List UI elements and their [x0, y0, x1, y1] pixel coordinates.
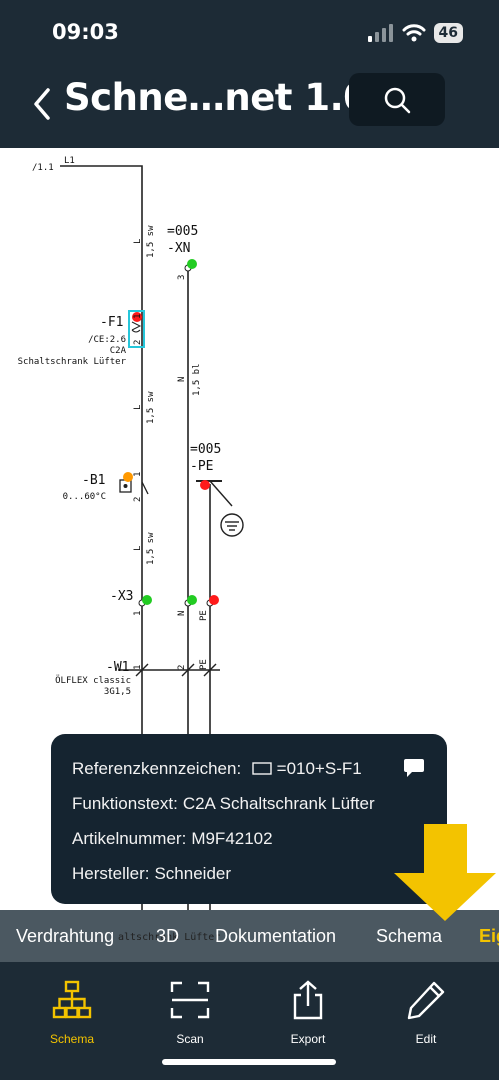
func-value: C2A Schaltschrank Lüfter — [182, 794, 375, 813]
status-time: 09:03 — [52, 20, 119, 44]
art-row: Artikelnummer:M9F42102 — [72, 829, 273, 849]
pin-label: 2 — [133, 340, 143, 345]
nav-schema[interactable]: Schema — [27, 980, 117, 1046]
pin-label: 2 — [177, 665, 187, 670]
wifi-icon — [402, 24, 426, 42]
rectangle-icon — [252, 762, 272, 775]
nav-scan[interactable]: Scan — [145, 980, 235, 1046]
xn-ref-label: =005 — [167, 224, 198, 239]
pin-label: 3 — [177, 275, 187, 280]
scan-icon — [170, 981, 210, 1019]
tab-eigenschaften[interactable]: Eig — [479, 926, 499, 946]
pin-label: PE — [199, 610, 209, 621]
nav-scan-label: Scan — [176, 1032, 204, 1046]
l1-label: L1 — [64, 156, 75, 166]
xn-label: -XN — [167, 241, 190, 256]
status-dot-green[interactable] — [187, 595, 197, 605]
schematic-canvas[interactable]: /1.1 L1 =005 -XN -F1 /CE:2.6 C2A Schalts… — [0, 148, 499, 910]
search-button[interactable] — [349, 73, 445, 126]
ref-value: =010+S-F1 — [276, 759, 362, 778]
back-chevron-icon[interactable] — [28, 84, 56, 124]
ref-label: Referenzkennzeichen: — [72, 759, 242, 778]
background-text: altschrank Lüfter — [118, 932, 221, 943]
pencil-icon — [407, 981, 445, 1020]
page-title: Schne…net 1.0 — [64, 76, 369, 119]
wire-l-label: L — [133, 405, 143, 410]
cellular-signal-icon — [367, 24, 393, 42]
pin-label: 1 — [133, 314, 143, 319]
wire-n-label: N — [177, 377, 187, 382]
w1-type-label: 3G1,5 — [104, 687, 131, 697]
ref-in-label: /1.1 — [32, 163, 54, 173]
tab-dokumentation[interactable]: Dokumentation — [215, 926, 337, 946]
maker-row: Hersteller:Schneider — [72, 864, 231, 884]
pin-label: PE — [199, 659, 209, 670]
info-popup[interactable]: Referenzkennzeichen: =010+S-F1 Funktions… — [51, 734, 447, 904]
pin-label: N — [177, 611, 187, 616]
status-dot-green[interactable] — [142, 595, 152, 605]
art-label: Artikelnummer: — [72, 829, 187, 848]
x3-label: -X3 — [110, 589, 133, 604]
status-dot-red[interactable] — [200, 480, 210, 490]
tab-strip: altschrank Lüfter Verdrahtung 3D Dokumen… — [0, 910, 499, 962]
art-value: M9F42102 — [191, 829, 273, 848]
wire-bl-label: 1,5 bl — [192, 363, 202, 396]
nav-bar: Schne…net 1.0 — [0, 66, 499, 148]
wire-sw-label: 1,5 sw — [146, 225, 156, 258]
wire-l-label: L — [133, 546, 143, 551]
w1-cable-label: ÖLFLEX classic — [55, 675, 131, 686]
f1-type-label: C2A — [110, 346, 127, 356]
maker-label: Hersteller: — [72, 864, 150, 883]
ref-row: Referenzkennzeichen: =010+S-F1 — [72, 759, 362, 779]
home-indicator[interactable] — [162, 1059, 336, 1065]
battery-icon: 46 — [433, 23, 463, 43]
status-bar: 09:03 46 — [0, 0, 499, 66]
wire-l-label: L — [133, 239, 143, 244]
share-icon — [293, 980, 323, 1020]
wire-sw-label: 1,5 sw — [146, 391, 156, 424]
tab-schema[interactable]: Schema — [376, 926, 443, 946]
func-label: Funktionstext: — [72, 794, 178, 813]
pin-label: 1 — [133, 611, 143, 616]
nav-export[interactable]: Export — [263, 980, 353, 1046]
pin-label: 2 — [133, 497, 143, 502]
w1-label: -W1 — [106, 660, 129, 675]
status-dot-red[interactable] — [132, 312, 142, 322]
f1-desc-label: Schaltschrank Lüfter — [18, 357, 127, 367]
nav-edit[interactable]: Edit — [381, 980, 471, 1046]
nav-export-label: Export — [290, 1032, 326, 1046]
b1-label: -B1 — [82, 473, 105, 488]
pe-ref-label: =005 — [190, 442, 221, 457]
b1-range-label: 0...60°C — [63, 492, 106, 502]
pe-label: -PE — [190, 459, 213, 474]
hierarchy-icon — [52, 980, 92, 1019]
maker-value: Schneider — [154, 864, 232, 883]
pointer-arrow-icon — [394, 824, 496, 921]
nav-edit-label: Edit — [415, 1032, 437, 1046]
func-row: Funktionstext:C2A Schaltschrank Lüfter — [72, 794, 375, 814]
pin-label: 1 — [133, 472, 143, 477]
status-dot-green[interactable] — [187, 259, 197, 269]
tab-verdrahtung[interactable]: Verdrahtung — [16, 926, 115, 946]
pin-label: 1 — [133, 665, 143, 670]
tab-3d[interactable]: 3D — [156, 926, 180, 946]
status-dot-orange[interactable] — [123, 472, 133, 482]
wire-sw-label: 1,5 sw — [146, 532, 156, 565]
f1-ce-label: /CE:2.6 — [88, 335, 126, 345]
status-dot-red[interactable] — [209, 595, 219, 605]
search-icon — [384, 87, 411, 113]
status-icons: 46 — [367, 22, 463, 44]
f1-label: -F1 — [100, 315, 123, 330]
nav-schema-label: Schema — [49, 1032, 95, 1046]
chat-bubble-icon[interactable] — [403, 758, 425, 778]
